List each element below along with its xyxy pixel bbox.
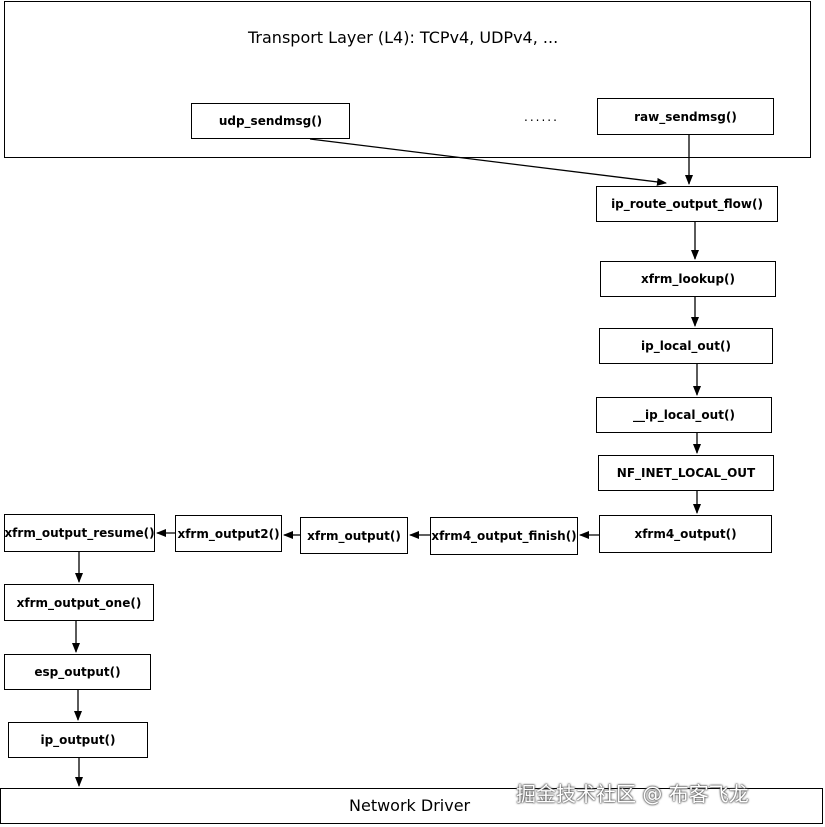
node-xfrm-output: xfrm_output() [300,517,408,554]
transport-layer-ellipsis: ...... [524,110,559,124]
arrow-udp-to-route [309,138,667,186]
node-ip-output: ip_output() [8,722,148,758]
node-xfrm-output-resume: xfrm_output_resume() [4,514,155,552]
node-xfrm-output2: xfrm_output2() [175,515,282,552]
node-xfrm-lookup: xfrm_lookup() [600,261,776,297]
node-nf-inet-local-out: NF_INET_LOCAL_OUT [598,455,774,491]
transport-layer-title: Transport Layer (L4): TCPv4, UDPv4, ... [248,28,559,47]
node-udp-sendmsg: udp_sendmsg() [191,103,350,139]
node-xfrm4-output-finish: xfrm4_output_finish() [430,517,578,555]
watermark: 掘金技术社区 @ 布客飞龙 [516,782,749,806]
node-ip-local-out: ip_local_out() [599,328,773,364]
node-xfrm4-output: xfrm4_output() [599,515,772,553]
node-ip-route-output-flow: ip_route_output_flow() [596,186,778,222]
transport-layer-frame [4,1,811,158]
network-driver-frame [0,788,823,824]
node-esp-output: esp_output() [4,654,151,690]
node-xfrm-output-one: xfrm_output_one() [4,584,154,621]
node-raw-sendmsg: raw_sendmsg() [597,98,774,135]
node-underscore-ip-local-out: __ip_local_out() [596,397,772,433]
network-driver-label: Network Driver [349,796,471,815]
